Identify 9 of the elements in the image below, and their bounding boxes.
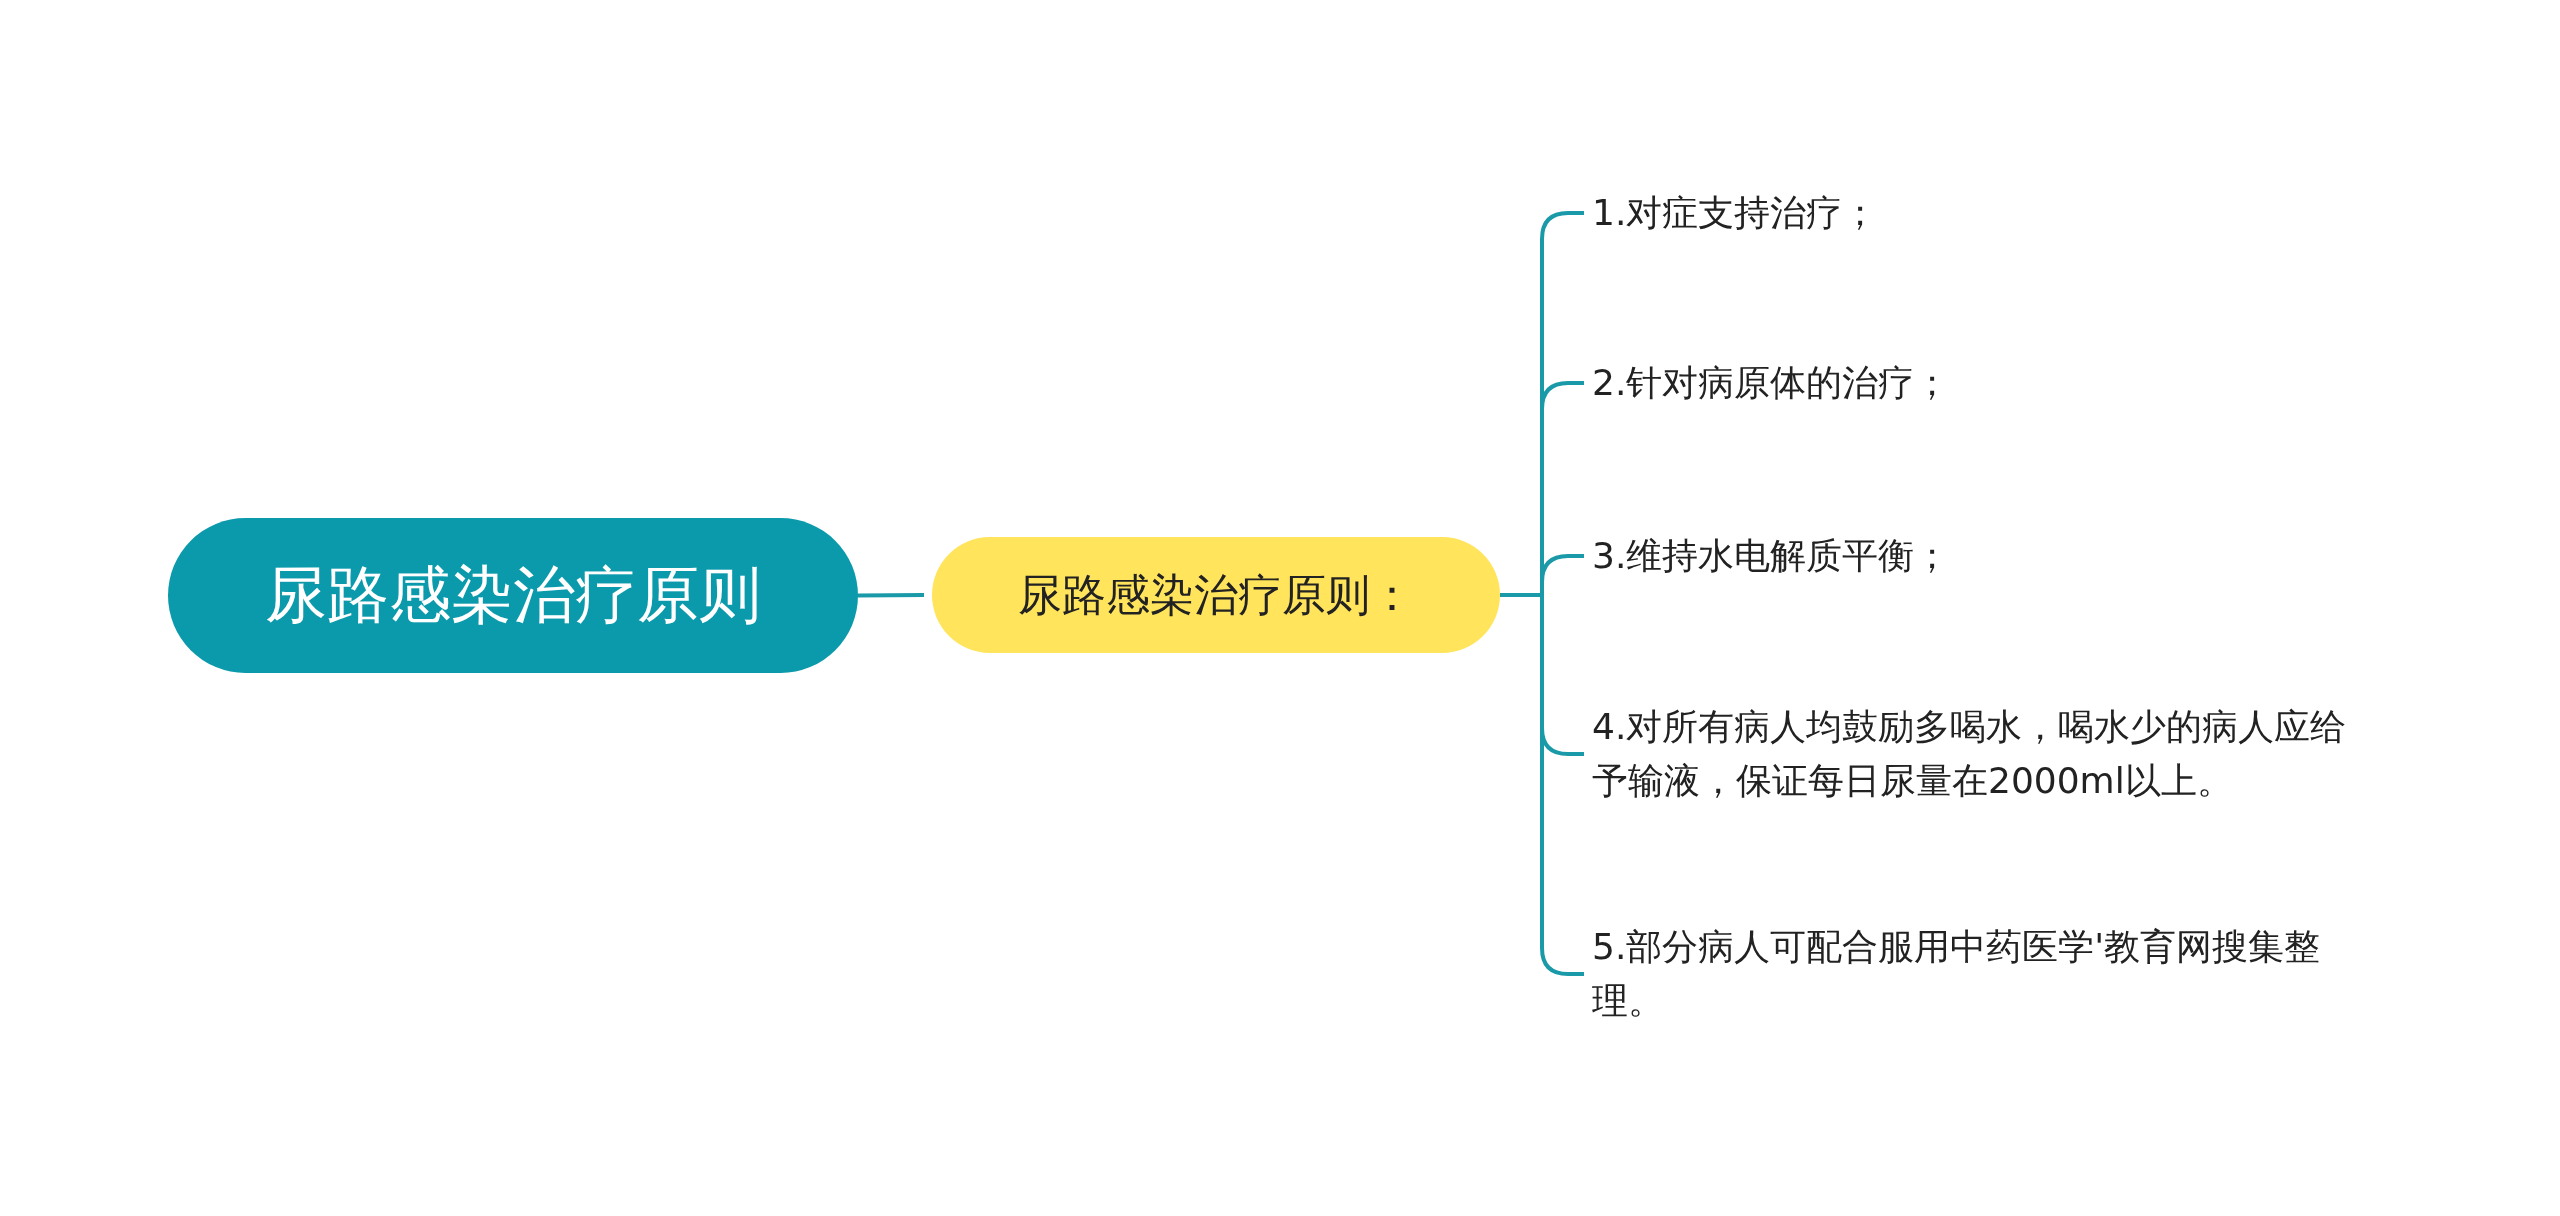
subtopic-text: 3.维持水电解质平衡；: [1592, 529, 2382, 583]
main-topic: 尿路感染治疗原则：: [932, 537, 1500, 653]
subtopic-text: 5.部分病人可配合服用中药医学'教育网搜集整理。: [1592, 920, 2382, 1028]
subtopic-text: 4.对所有病人均鼓励多喝水，喝水少的病人应给予输液，保证每日尿量在2000ml以上。: [1592, 700, 2382, 808]
subtopic-text: 1.对症支持治疗；: [1592, 186, 2382, 240]
connector-line: [858, 593, 924, 598]
subtopic-text: 2.针对病原体的治疗；: [1592, 356, 2382, 410]
connector-line: [1500, 593, 1584, 976]
central-topic: 尿路感染治疗原则: [168, 518, 858, 673]
